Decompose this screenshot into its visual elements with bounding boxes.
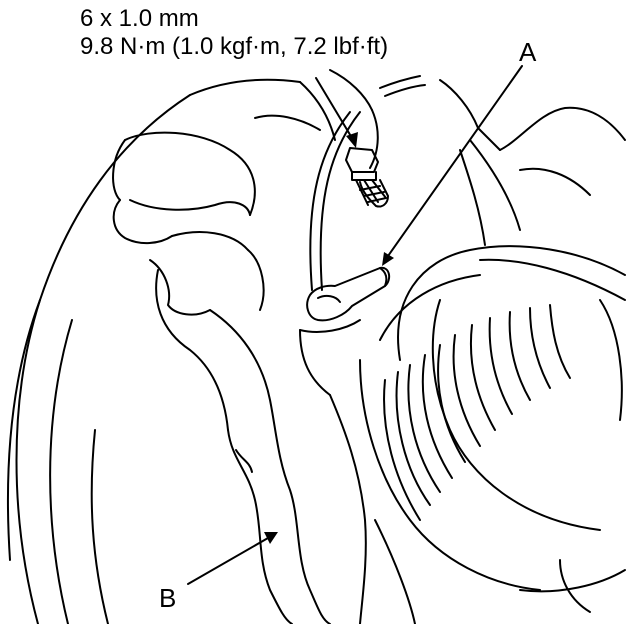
callout-b-label: B xyxy=(159,583,177,613)
torque-spec-label: 9.8 N·m (1.0 kgf·m, 7.2 lbf·ft) xyxy=(80,33,389,60)
callout-a-label: A xyxy=(519,37,537,67)
steering-knuckle-arm xyxy=(112,131,331,624)
cv-axle-boot xyxy=(359,245,626,613)
wheel-speed-sensor xyxy=(299,266,391,396)
sensor-wire xyxy=(309,75,426,291)
bolt xyxy=(345,147,389,208)
leader-lines xyxy=(187,65,523,585)
strut-body xyxy=(189,69,626,246)
lower-arm xyxy=(329,394,416,624)
wheel-hub-outline xyxy=(6,94,191,624)
bolt-size-label: 6 x 1.0 mm xyxy=(80,5,199,32)
